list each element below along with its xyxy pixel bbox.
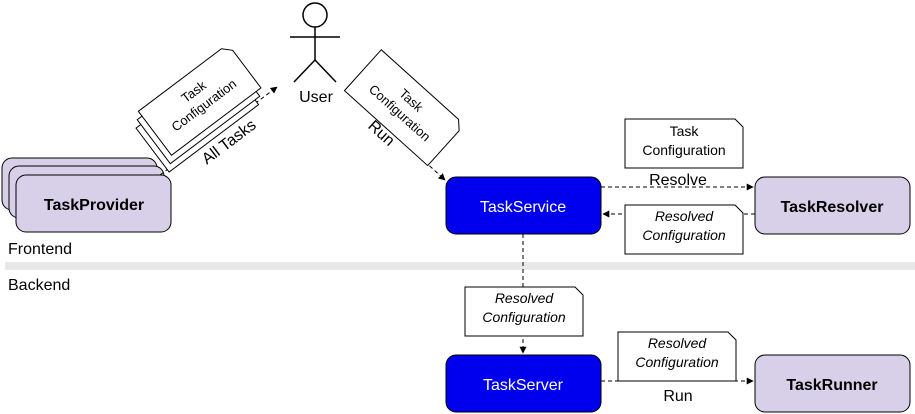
- task-provider[interactable]: TaskProvider: [1, 157, 172, 233]
- note-resolved-return-line1: Resolved: [655, 208, 715, 224]
- note-resolve-line2: Configuration: [642, 142, 725, 158]
- task-service-label: TaskService: [480, 199, 566, 216]
- task-server[interactable]: TaskServer: [445, 354, 602, 413]
- task-service[interactable]: TaskService: [445, 176, 602, 235]
- note-resolve-config: Task Configuration: [624, 118, 744, 169]
- note-resolve-line1: Task: [670, 123, 700, 139]
- task-provider-label: TaskProvider: [44, 197, 144, 214]
- task-runner[interactable]: TaskRunner: [754, 354, 911, 413]
- task-resolver-label: TaskResolver: [781, 199, 884, 216]
- note-resolved-server: Resolved Configuration: [464, 286, 584, 337]
- edge-label-run-runner: Run: [663, 388, 692, 405]
- user-actor-icon: [290, 2, 340, 83]
- backend-label: Backend: [8, 277, 70, 294]
- task-resolver[interactable]: TaskResolver: [754, 176, 911, 235]
- user-label: User: [299, 89, 333, 106]
- task-server-label: TaskServer: [483, 377, 564, 394]
- note-resolved-server-line2: Configuration: [482, 309, 565, 325]
- note-run-config: Task Configuration: [343, 49, 460, 167]
- task-runner-label: TaskRunner: [786, 377, 877, 394]
- edge-label-resolve: Resolve: [649, 172, 707, 189]
- frontend-label: Frontend: [8, 241, 72, 258]
- note-resolved-runner-line1: Resolved: [648, 335, 708, 351]
- note-stack-all-tasks: Task Configuration: [135, 48, 262, 173]
- note-resolved-runner: Resolved Configuration: [617, 331, 737, 382]
- note-resolved-return-line2: Configuration: [642, 227, 725, 243]
- note-resolved-runner-line2: Configuration: [635, 354, 718, 370]
- frontend-backend-separator: [5, 262, 915, 270]
- note-resolved-return: Resolved Configuration: [624, 204, 744, 255]
- note-resolved-server-line1: Resolved: [495, 290, 555, 306]
